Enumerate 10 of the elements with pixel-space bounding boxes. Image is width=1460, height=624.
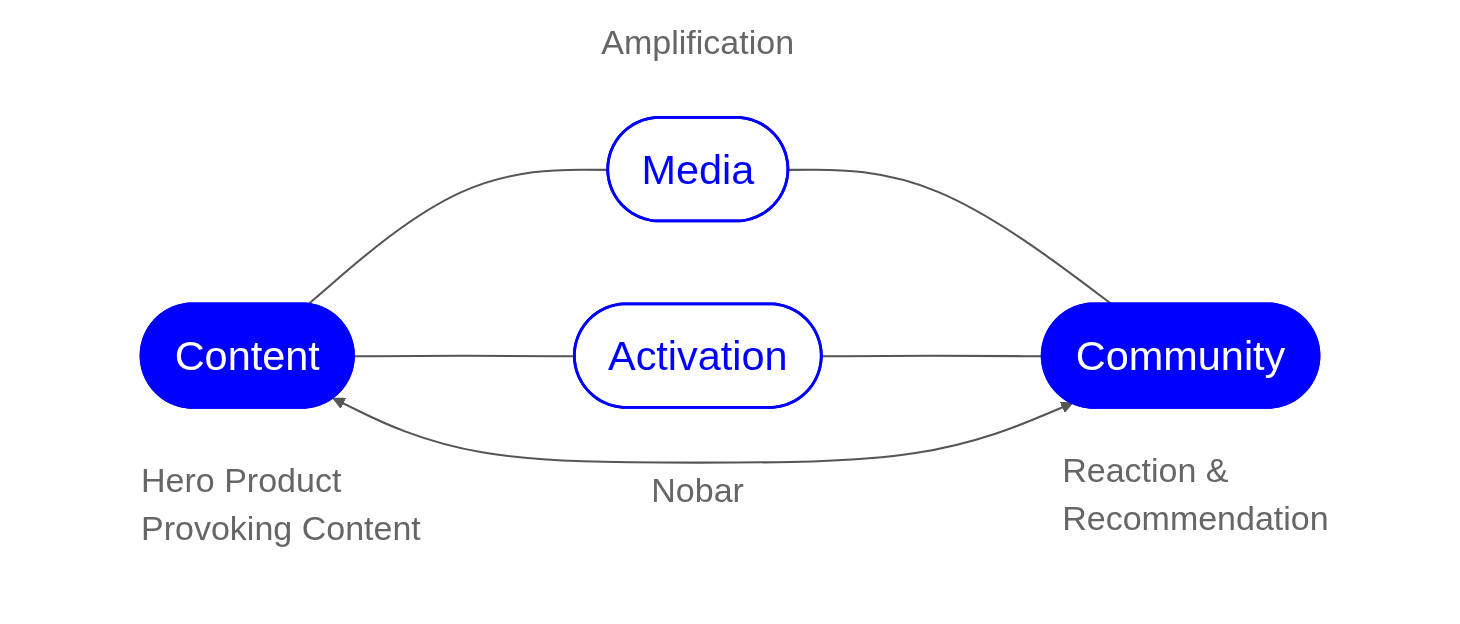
node-caption: Nobar — [651, 470, 744, 512]
filled-pill-node: Community — [1040, 302, 1321, 409]
connector-line — [821, 354, 1043, 358]
node-caption: Hero Product Provoking Content — [141, 460, 422, 549]
connector-line — [332, 397, 1074, 464]
node-caption: Reaction & Recommendation — [1062, 450, 1330, 539]
filled-pill-node: Content — [139, 302, 355, 409]
node-caption: Amplification — [601, 22, 795, 64]
outlined-pill-node: Media — [606, 116, 790, 223]
outlined-pill-node: Activation — [573, 302, 823, 409]
